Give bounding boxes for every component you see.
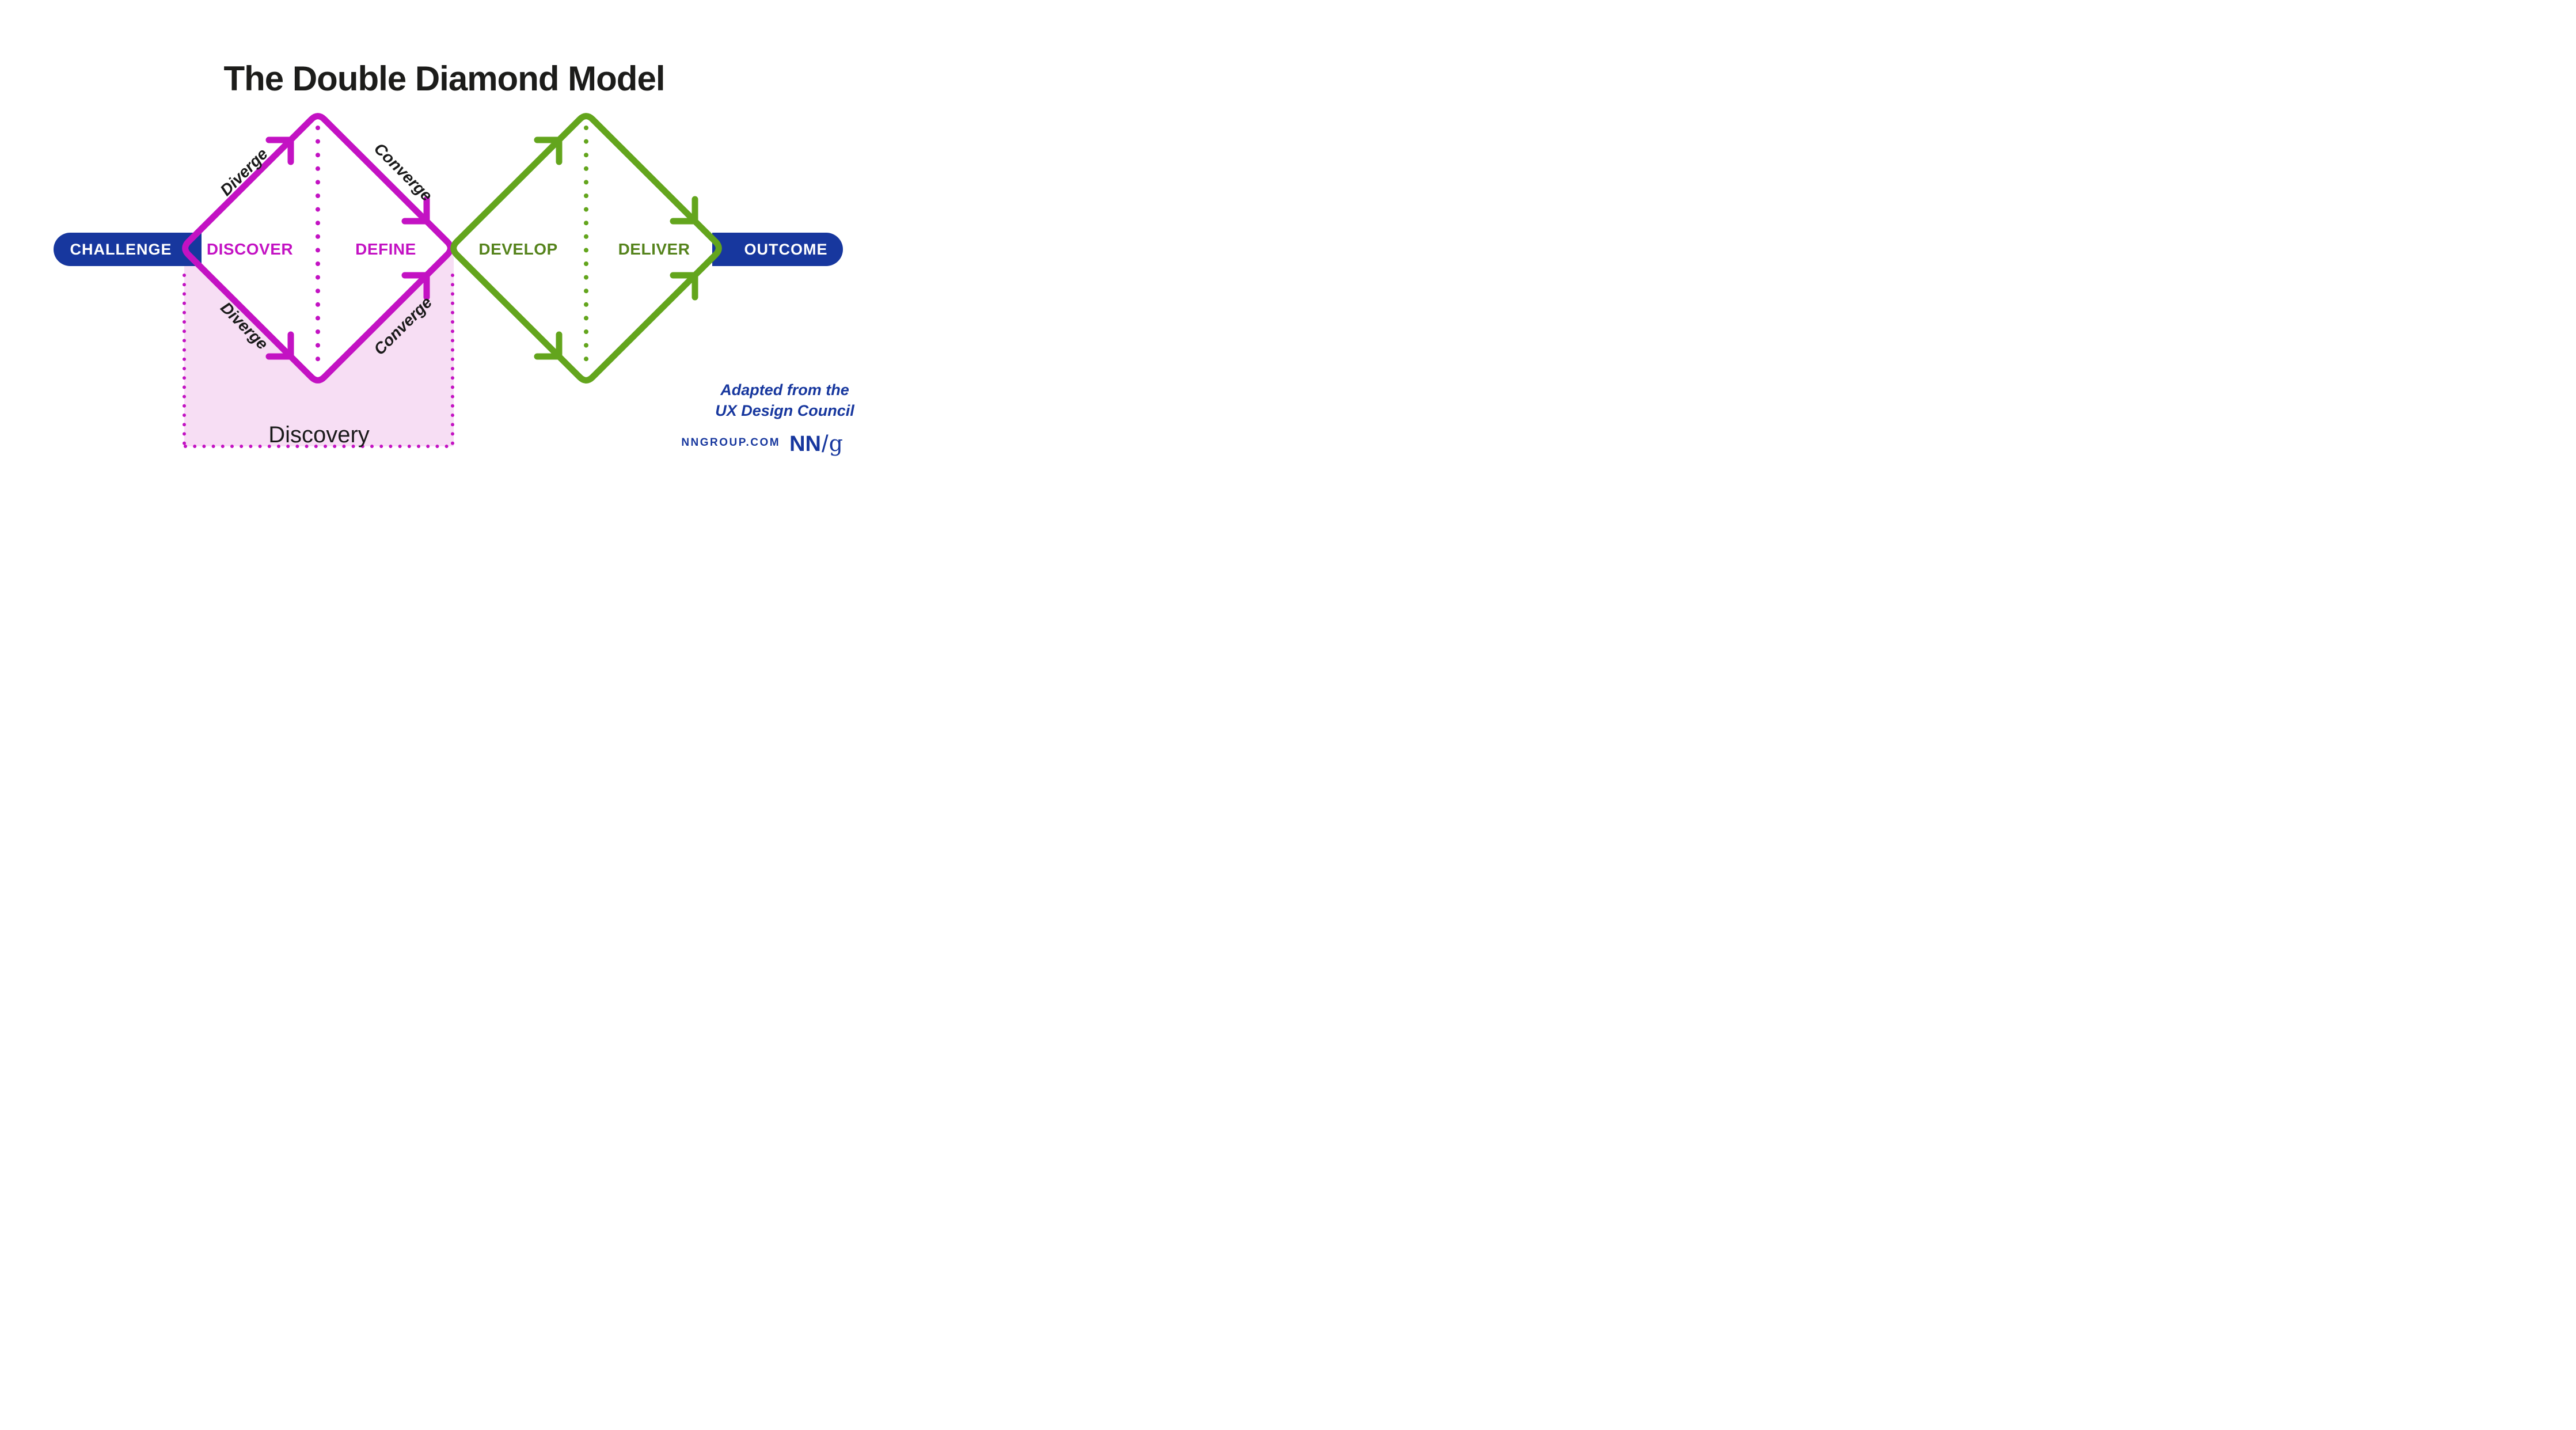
phase-deliver: DELIVER — [618, 240, 690, 258]
diverge-down-arrow-icon — [265, 331, 294, 360]
discover-define-diamond — [182, 113, 455, 448]
attribution-note: Adapted from the UX Design Council — [698, 380, 871, 421]
develop-up-arrow-icon — [534, 136, 563, 165]
discovery-region-label: Discovery — [268, 422, 370, 447]
nng-logo-nn: NN — [789, 432, 821, 456]
outcome-label: OUTCOME — [744, 241, 828, 258]
double-diamond-poster: The Double Diamond Model — [0, 0, 888, 493]
challenge-pill — [54, 233, 202, 266]
outcome-pill — [712, 233, 843, 266]
phase-develop: DEVELOP — [478, 240, 558, 258]
green-diamond-outline — [450, 113, 722, 384]
nngroup-site-label: NNGROUP.COM — [681, 437, 781, 449]
converge-down-arrow-icon — [401, 196, 430, 225]
challenge-label: CHALLENGE — [70, 241, 172, 258]
nng-logo-slash: / — [822, 430, 829, 457]
nng-logo-g: g — [829, 431, 843, 456]
deliver-up-arrow-icon — [670, 272, 698, 301]
attribution-line2: UX Design Council — [715, 402, 854, 419]
phase-discover: DISCOVER — [206, 240, 294, 258]
phase-define: DEFINE — [355, 240, 416, 258]
develop-deliver-diamond — [450, 113, 722, 384]
footer-branding: NNGROUP.COM NN / g — [681, 429, 843, 457]
diverge-up-arrow-icon — [265, 136, 294, 165]
magenta-diamond-outline — [182, 113, 454, 384]
nng-logo: NN / g — [789, 429, 843, 457]
converge-up-arrow-icon — [401, 272, 430, 301]
double-diamond-figure — [54, 113, 843, 448]
page-title: The Double Diamond Model — [223, 59, 666, 98]
attribution-line1: Adapted from the — [720, 381, 849, 399]
develop-down-arrow-icon — [670, 196, 698, 225]
deliver-down-arrow-icon — [534, 331, 563, 360]
